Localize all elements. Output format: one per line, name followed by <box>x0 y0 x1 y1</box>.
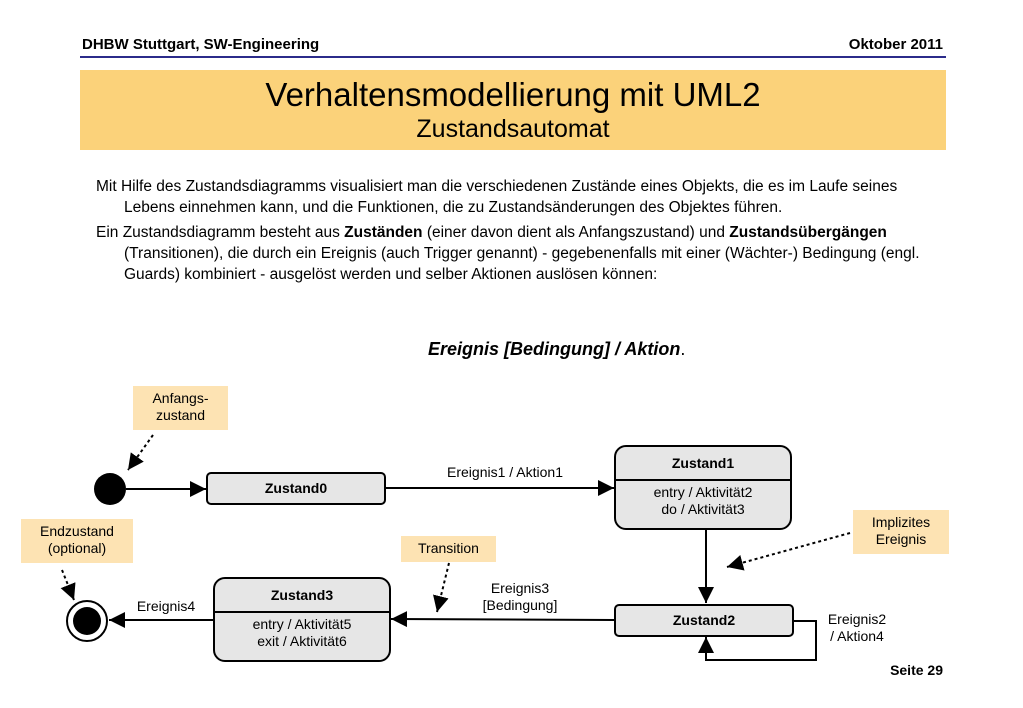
header-divider <box>80 56 946 58</box>
paragraph-2: Ein Zustandsdiagramm besteht aus Zuständ… <box>96 222 946 285</box>
state-zustand3-exit: exit / Aktivität6 <box>257 633 347 649</box>
label-ereignis4: Ereignis4 <box>136 598 196 614</box>
state-zustand3-name: Zustand3 <box>215 579 389 613</box>
state-zustand1-do: do / Aktivität3 <box>661 501 745 517</box>
state-zustand1-entry: entry / Aktivität2 <box>653 484 753 500</box>
state-zustand3-entry: entry / Aktivität5 <box>252 616 352 632</box>
slide-subtitle: Zustandsautomat <box>416 115 610 143</box>
state-zustand1: Zustand1 entry / Aktivität2 do / Aktivit… <box>614 445 792 530</box>
note-implizites-ereignis: Implizites Ereignis <box>853 510 949 554</box>
pointer-implizites-ereignis <box>726 532 851 571</box>
label-ereignis2-line2: / Aktion4 <box>830 628 884 644</box>
arrow-zustand2-to-zustand3 <box>390 611 615 628</box>
label-ereignis2: Ereignis2 / Aktion4 <box>812 611 902 645</box>
formula-period: . <box>680 339 686 359</box>
state-zustand0: Zustand0 <box>206 472 386 505</box>
pointer-transition <box>433 562 450 613</box>
body-text: Mit Hilfe des Zustandsdiagramms visualis… <box>96 176 946 289</box>
term-zustaende: Zuständen <box>344 224 423 241</box>
note-anfangszustand: Anfangs- zustand <box>133 386 228 430</box>
initial-node <box>94 473 126 505</box>
paragraph-2-text-c: (einer davon dient als Anfangszustand) u… <box>422 224 730 241</box>
pointer-anfangszustand <box>127 434 154 471</box>
formula-text: Ereignis [Bedingung] / Aktion <box>428 339 681 359</box>
note-anfangszustand-line1: Anfangs- <box>152 390 209 406</box>
paragraph-2-text-e: (Transitionen), die durch ein Ereignis (… <box>124 245 920 283</box>
transition-formula: Ereignis [Bedingung] / Aktion. <box>428 339 685 360</box>
state-zustand3: Zustand3 entry / Aktivität5 exit / Aktiv… <box>213 577 391 662</box>
header-course: DHBW Stuttgart, SW-Engineering <box>82 36 320 53</box>
arrow-zustand2-self-loop <box>698 620 817 661</box>
state-zustand0-name: Zustand0 <box>264 480 328 496</box>
label-ereignis2-line1: Ereignis2 <box>827 611 887 627</box>
label-ereignis3-line1: Ereignis3 <box>490 580 550 596</box>
note-endzustand-line2: (optional) <box>47 540 107 556</box>
paragraph-2-text-a: Ein Zustandsdiagramm besteht aus <box>96 224 345 241</box>
paragraph-1: Mit Hilfe des Zustandsdiagramms visualis… <box>96 178 898 216</box>
slide-title: Verhaltensmodellierung mit UML2 <box>265 76 761 113</box>
pointer-endzustand <box>60 569 76 601</box>
term-zustandsuebergaenge: Zustandsübergängen <box>729 224 887 241</box>
header-date: Oktober 2011 <box>848 36 943 53</box>
page-number: Seite 29 <box>890 662 943 678</box>
label-ereignis1: Ereignis1 / Aktion1 <box>447 464 563 480</box>
label-ereignis3-line2: [Bedingung] <box>482 597 558 613</box>
note-endzustand-line1: Endzustand <box>40 523 114 539</box>
note-transition-label: Transition <box>418 540 479 556</box>
final-node-core <box>73 607 101 635</box>
label-ereignis3: Ereignis3 [Bedingung] <box>460 580 580 614</box>
note-implizites-line2: Ereignis <box>875 531 927 547</box>
state-zustand2: Zustand2 <box>614 604 794 637</box>
note-anfangszustand-line2: zustand <box>155 407 206 423</box>
title-banner: Verhaltensmodellierung mit UML2 Zustands… <box>80 70 946 150</box>
state-zustand1-name: Zustand1 <box>616 447 790 481</box>
note-transition: Transition <box>401 536 496 562</box>
state-zustand2-name: Zustand2 <box>672 612 736 628</box>
note-endzustand: Endzustand (optional) <box>21 519 133 563</box>
note-implizites-line1: Implizites <box>871 514 931 530</box>
